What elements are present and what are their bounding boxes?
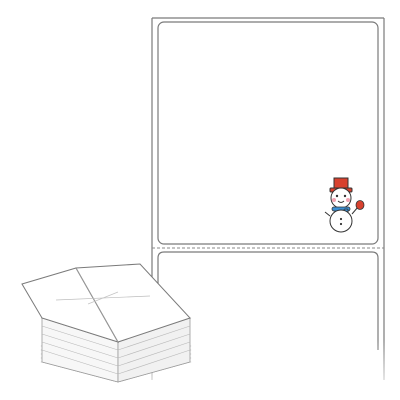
snowman-icon — [324, 177, 365, 233]
fanfold-stack — [21, 263, 192, 383]
label-top — [157, 21, 379, 245]
label-bottom — [157, 251, 379, 350]
